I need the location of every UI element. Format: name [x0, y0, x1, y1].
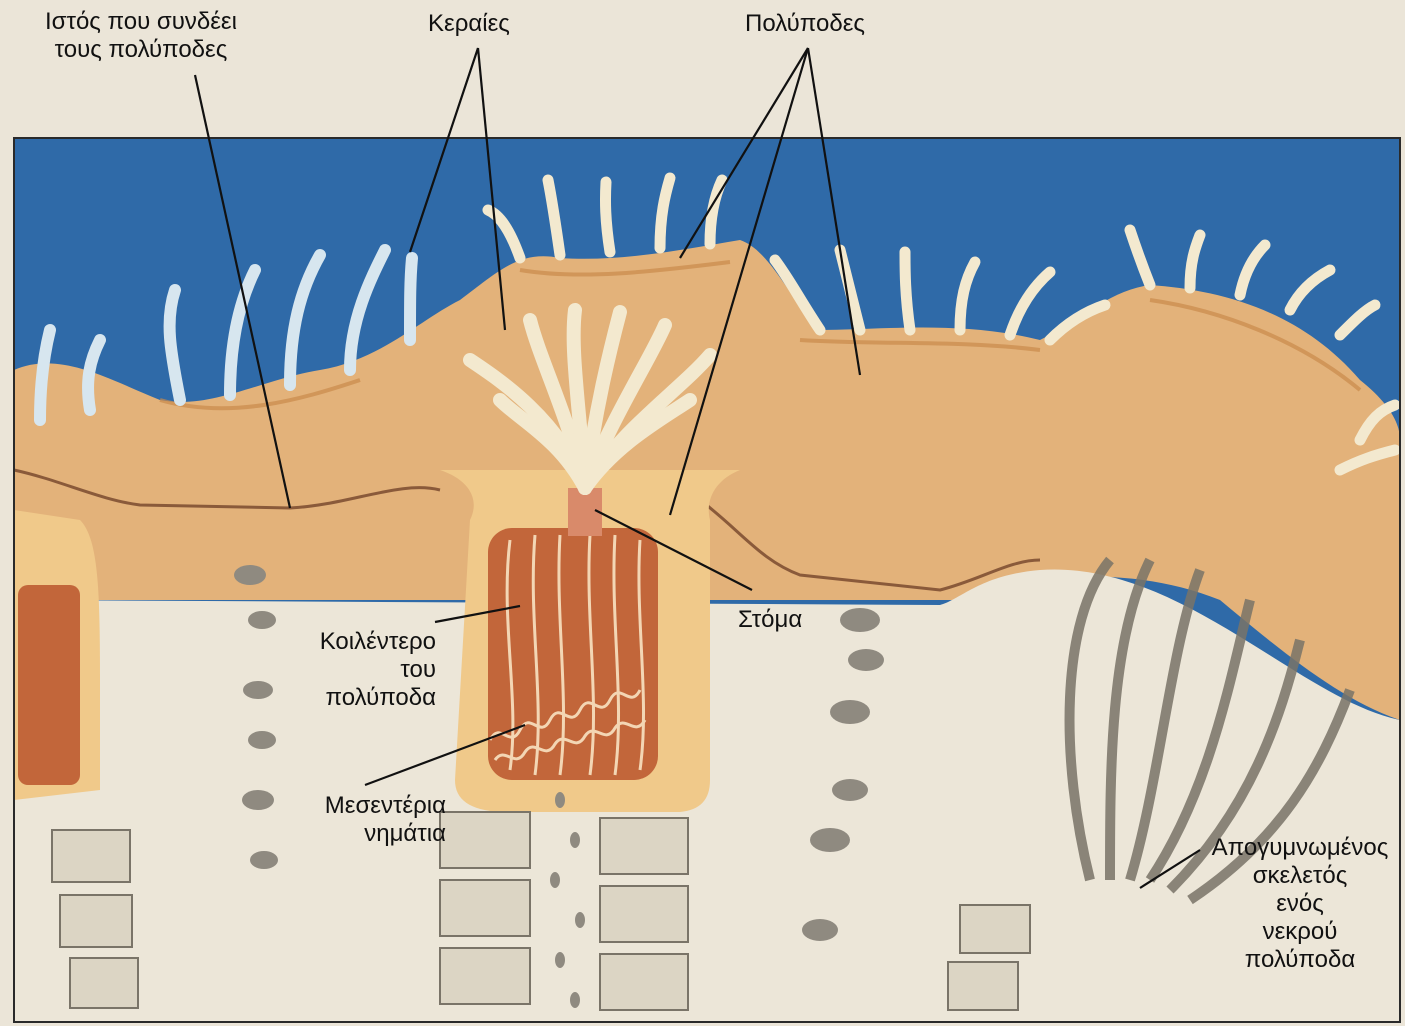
label-dead-skeleton: Απογυμνωμένος σκελετός ενός νεκρού πολύπ…: [1200, 834, 1400, 974]
label-dead-skeleton-line4: νεκρού: [1200, 918, 1400, 946]
label-connecting-tissue-line2: τους πολύποδες: [45, 36, 237, 64]
label-mesenterial-filaments-line2: νημάτια: [270, 820, 446, 848]
left-polyp-gastro: [18, 585, 80, 785]
illustration: [14, 138, 1400, 1022]
label-dead-skeleton-line2: σκελετός: [1200, 862, 1400, 890]
label-coelenteron-line2: του: [268, 656, 436, 684]
label-polyps: Πολύποδες: [745, 10, 865, 38]
label-coelenteron-line1: Κοιλέντερο: [268, 628, 436, 656]
label-dead-skeleton-line3: ενός: [1200, 890, 1400, 918]
label-mesenterial-filaments-line1: Μεσεντέρια: [270, 792, 446, 820]
label-coelenteron-line3: πολύποδα: [268, 684, 436, 712]
label-dead-skeleton-line1: Απογυμνωμένος: [1200, 834, 1400, 862]
label-mesenterial-filaments: Μεσεντέρια νημάτια: [270, 792, 446, 848]
label-connecting-tissue-line1: Ιστός που συνδέει: [45, 8, 237, 36]
label-connecting-tissue: Ιστός που συνδέει τους πολύποδες: [45, 8, 237, 64]
label-mouth: Στόμα: [738, 606, 802, 634]
label-dead-skeleton-line5: πολύποδα: [1200, 946, 1400, 974]
label-coelenteron: Κοιλέντερο του πολύποδα: [268, 628, 436, 712]
label-tentacles: Κεραίες: [428, 10, 510, 38]
